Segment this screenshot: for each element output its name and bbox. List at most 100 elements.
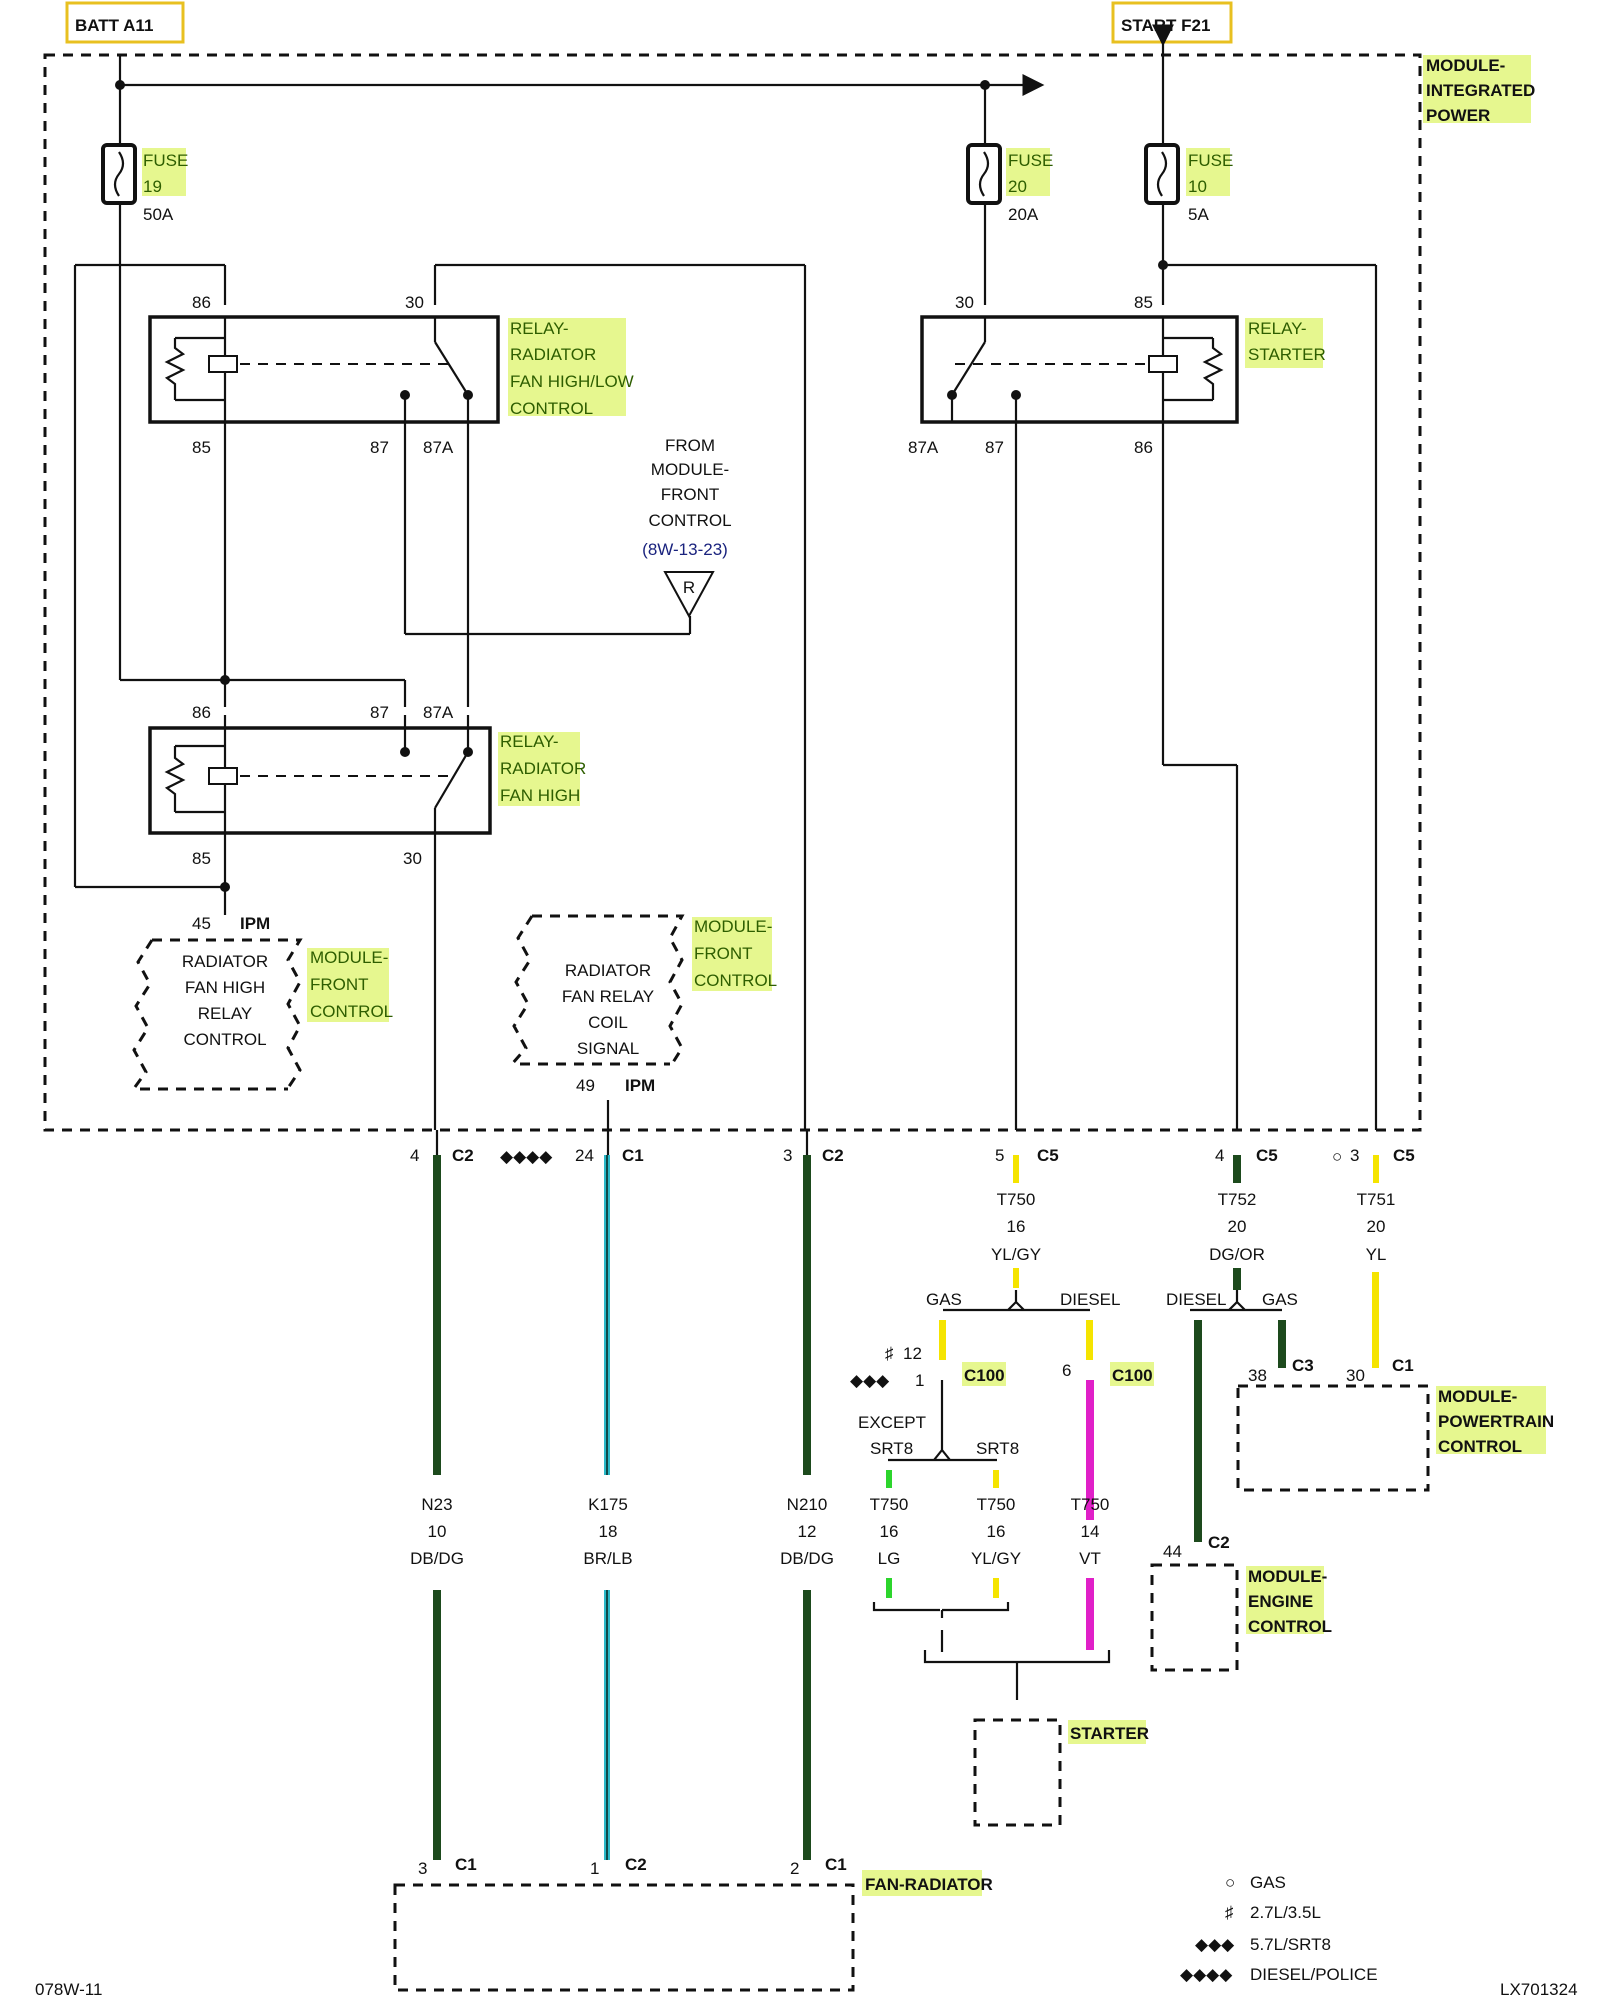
fan2-conn: C2 bbox=[625, 1855, 647, 1874]
start-source-label: START F21 bbox=[1121, 16, 1210, 35]
fuse-19-num: 19 bbox=[143, 177, 162, 196]
c1b-conn: C1 bbox=[1392, 1356, 1414, 1375]
except-srt8-1: EXCEPT bbox=[858, 1413, 926, 1432]
fuse-19-label: FUSE bbox=[143, 151, 188, 170]
fan-relay-coil-4: SIGNAL bbox=[577, 1039, 639, 1058]
pin-87a: 87 bbox=[370, 438, 389, 457]
fan1-conn: C1 bbox=[455, 1855, 477, 1874]
c1a-pin: 24 bbox=[575, 1146, 594, 1165]
wire-ylgy-color: YL/GY bbox=[971, 1549, 1021, 1568]
ecm-label-1: MODULE- bbox=[1248, 1567, 1327, 1586]
wire-t750-gauge: 16 bbox=[1007, 1217, 1026, 1236]
wire-t751-gauge: 20 bbox=[1367, 1217, 1386, 1236]
c1a-conn: C1 bbox=[622, 1146, 644, 1165]
from-fcm-tag bbox=[663, 571, 715, 619]
relay-hilo-label-4: CONTROL bbox=[510, 399, 593, 418]
fuse-10-label: FUSE bbox=[1188, 151, 1233, 170]
fcm2-label-1: MODULE- bbox=[694, 917, 772, 936]
relay-hilo-label-2: RADIATOR bbox=[510, 345, 596, 364]
except-srt8-2: SRT8 bbox=[870, 1439, 913, 1458]
c2b-conn: C2 bbox=[822, 1146, 844, 1165]
four-diamond-mark: ◆◆◆◆ bbox=[500, 1147, 553, 1166]
wire-vt-circuit: T750 bbox=[1071, 1495, 1110, 1514]
pcm-box bbox=[1236, 1384, 1430, 1492]
wire-t751-circuit: T751 bbox=[1357, 1190, 1396, 1209]
relay-high bbox=[148, 726, 492, 835]
pin-87Aa: 87A bbox=[423, 438, 454, 457]
fan-radiator-label: FAN-RADIATOR bbox=[865, 1875, 993, 1894]
footer-right: LX701324 bbox=[1500, 1980, 1578, 1999]
wire-ylgy-gauge: 16 bbox=[987, 1522, 1006, 1541]
split-diesel-1: DIESEL bbox=[1060, 1290, 1120, 1309]
wire-vt-color: VT bbox=[1079, 1549, 1101, 1568]
c3-pin: 38 bbox=[1248, 1366, 1267, 1385]
relay-high-label-3: FAN HIGH bbox=[500, 786, 580, 805]
legend-3diamond-text: 5.7L/SRT8 bbox=[1250, 1935, 1331, 1954]
c5c-pin: 3 bbox=[1350, 1146, 1359, 1165]
fan-high-ctrl-4: CONTROL bbox=[183, 1030, 266, 1049]
c2ecm-conn: C2 bbox=[1208, 1533, 1230, 1552]
c100a-pin: 1 bbox=[915, 1371, 924, 1390]
pcm-label-3: CONTROL bbox=[1438, 1437, 1522, 1456]
relay-hilo-label-1: RELAY- bbox=[510, 319, 569, 338]
fuse-20-rating: 20A bbox=[1008, 205, 1039, 224]
c2ecm-pin: 44 bbox=[1163, 1542, 1182, 1561]
c100b-conn: C100 bbox=[1112, 1366, 1153, 1385]
pin-85c: 85 bbox=[1134, 293, 1153, 312]
fan1-pin: 3 bbox=[418, 1859, 427, 1878]
ipm-highlight bbox=[1423, 55, 1531, 123]
fcm-label-3: CONTROL bbox=[310, 1002, 393, 1021]
wire-t750-circuit: T750 bbox=[997, 1190, 1036, 1209]
fan-relay-coil-2: FAN RELAY bbox=[562, 987, 654, 1006]
pin-86b: 86 bbox=[192, 703, 211, 722]
three-diamond-mark: ◆◆◆ bbox=[850, 1371, 890, 1390]
fuse-10-num: 10 bbox=[1188, 177, 1207, 196]
pin-30a: 30 bbox=[405, 293, 424, 312]
hash-mark: ♯ bbox=[885, 1344, 894, 1363]
pin-86c: 86 bbox=[1134, 438, 1153, 457]
legend-4diamond-symbol: ◆◆◆◆ bbox=[1180, 1965, 1233, 1984]
legend-3diamond-symbol: ◆◆◆ bbox=[1195, 1935, 1235, 1954]
fuse-19-rating: 50A bbox=[143, 205, 174, 224]
fcm2-label-3: CONTROL bbox=[694, 971, 777, 990]
pin-45: 45 bbox=[192, 914, 211, 933]
pin-87Ab: 87A bbox=[423, 703, 454, 722]
ecm-box bbox=[1150, 1563, 1239, 1672]
ipm-45-tag: IPM bbox=[240, 914, 270, 933]
wire-n23-circuit: N23 bbox=[421, 1495, 452, 1514]
fcm2-label-2: FRONT bbox=[694, 944, 753, 963]
wire-lg-gauge: 16 bbox=[880, 1522, 899, 1541]
fan-high-ctrl-3: RELAY bbox=[198, 1004, 253, 1023]
pin-87b: 87 bbox=[370, 703, 389, 722]
pin-30b: 30 bbox=[403, 849, 422, 868]
wire-k175-circuit: K175 bbox=[588, 1495, 628, 1514]
split-gas-1: GAS bbox=[926, 1290, 962, 1309]
pin-87c: 87 bbox=[985, 438, 1004, 457]
c2a-conn: C2 bbox=[452, 1146, 474, 1165]
ipm-label-2: INTEGRATED bbox=[1426, 81, 1535, 100]
c5a-pin: 5 bbox=[995, 1146, 1004, 1165]
ecm-label-3: CONTROL bbox=[1248, 1617, 1332, 1636]
c5a-conn: C5 bbox=[1037, 1146, 1059, 1165]
fan-relay-coil-3: COIL bbox=[588, 1013, 628, 1032]
c100b-pin: 6 bbox=[1062, 1361, 1071, 1380]
fan2-pin: 1 bbox=[590, 1859, 599, 1878]
pin-87Ac: 87A bbox=[908, 438, 939, 457]
fan-high-ctrl-1: RADIATOR bbox=[182, 952, 268, 971]
relay-hilo bbox=[148, 315, 500, 424]
relay-high-label-2: RADIATOR bbox=[500, 759, 586, 778]
legend-hash-symbol: ♯ bbox=[1225, 1903, 1234, 1922]
from-fcm-2: MODULE- bbox=[651, 460, 729, 479]
wire-lg-color: LG bbox=[878, 1549, 901, 1568]
ipm-module-boundary bbox=[43, 53, 1422, 1132]
relay-starter-label-1: RELAY- bbox=[1248, 319, 1307, 338]
circle-mark: ○ bbox=[1332, 1147, 1342, 1166]
fuse-20-label: FUSE bbox=[1008, 151, 1053, 170]
from-fcm-3: FRONT bbox=[661, 485, 720, 504]
fan3-pin: 2 bbox=[790, 1859, 799, 1878]
starter-box bbox=[973, 1718, 1062, 1827]
pcm-label-1: MODULE- bbox=[1438, 1387, 1517, 1406]
fuse-20-num: 20 bbox=[1008, 177, 1027, 196]
fan3-conn: C1 bbox=[825, 1855, 847, 1874]
